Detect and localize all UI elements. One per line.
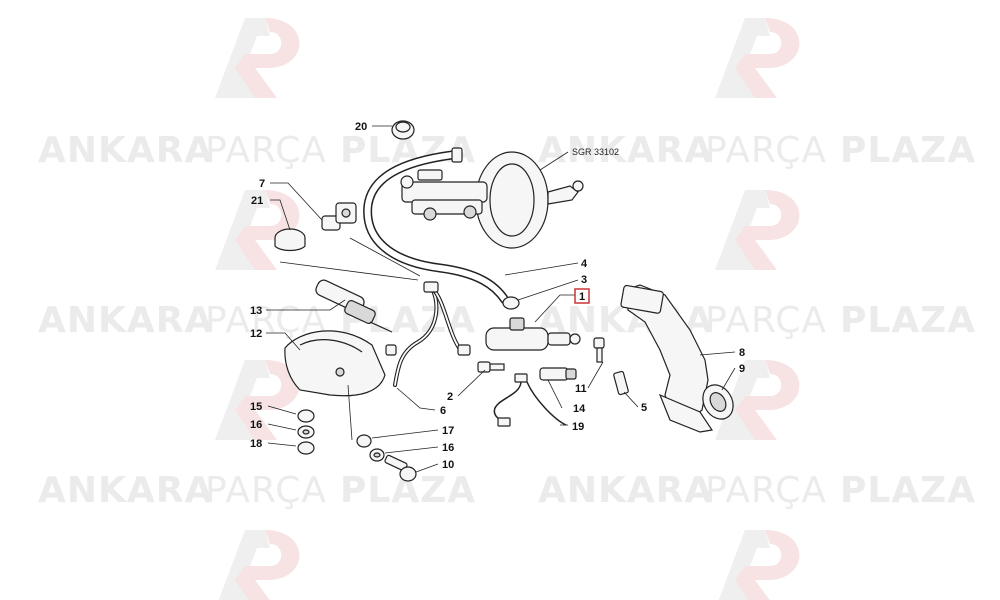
watermark-logo-2 — [715, 18, 800, 98]
callout-9[interactable]: 9 — [739, 363, 745, 375]
part-15-nut[interactable] — [297, 409, 315, 423]
part-19-wiring[interactable] — [493, 373, 567, 427]
part-16-washer-center[interactable] — [369, 448, 385, 462]
part-17-nut[interactable] — [356, 434, 372, 448]
watermark-logo-6 — [715, 360, 800, 440]
callout-4[interactable]: 4 — [581, 258, 588, 270]
watermark-word-parca: PARÇA — [705, 130, 827, 171]
watermark-word-plaza: PLAZA — [840, 130, 976, 171]
part-12-heat-shield[interactable] — [284, 330, 386, 397]
callout-3[interactable]: 3 — [581, 274, 587, 286]
watermark-logo-5 — [215, 360, 300, 440]
callout-20[interactable]: 20 — [355, 121, 367, 133]
watermark-word-parca: PARÇA — [705, 470, 827, 511]
watermark-logo-1 — [215, 18, 300, 98]
reference-code: SGR 33102 — [572, 147, 619, 157]
callout-10[interactable]: 10 — [442, 459, 454, 471]
callout-16-center[interactable]: 16 — [442, 442, 454, 454]
part-16-washer-left[interactable] — [297, 425, 315, 439]
callout-12[interactable]: 12 — [250, 328, 262, 340]
brake-booster-assembly[interactable] — [400, 151, 584, 249]
part-10-bolt[interactable] — [384, 454, 417, 482]
part-8-pedal[interactable] — [620, 284, 714, 433]
callout-1-highlight-box — [574, 288, 590, 304]
watermark-word-plaza: PLAZA — [840, 300, 976, 341]
watermark-word-ankara: ANKARA — [538, 130, 713, 171]
callout-19[interactable]: 19 — [572, 421, 584, 433]
callout-13[interactable]: 13 — [250, 305, 262, 317]
callout-18[interactable]: 18 — [250, 438, 262, 450]
callout-15[interactable]: 15 — [250, 401, 262, 413]
watermark-word-ankara: ANKARA — [38, 470, 213, 511]
part-2-bolt[interactable] — [477, 361, 505, 373]
watermark-word-ankara: ANKARA — [38, 130, 213, 171]
watermark-word-ankara: ANKARA — [538, 470, 713, 511]
part-20-grommet[interactable] — [391, 120, 415, 140]
callout-1[interactable]: 1 — [579, 291, 585, 303]
callout-16-left[interactable]: 16 — [250, 419, 262, 431]
watermark-word-ankara: ANKARA — [38, 300, 213, 341]
part-9-pedal-pad[interactable] — [697, 379, 739, 424]
watermark-logo-4 — [715, 190, 800, 270]
watermark-word-plaza: PLAZA — [840, 470, 976, 511]
callout-8[interactable]: 8 — [739, 347, 745, 359]
watermark-logo-7 — [218, 530, 300, 600]
part-13-slave-cylinder[interactable] — [314, 278, 393, 333]
part-14-switch[interactable] — [539, 367, 577, 381]
callout-14[interactable]: 14 — [573, 403, 586, 415]
part-6-hydraulic-pipe[interactable] — [385, 281, 471, 387]
part-11-bolt[interactable] — [593, 337, 605, 363]
watermark-text-row-3: ANKARA PARÇA PLAZA ANKARA PARÇA PLAZA — [38, 470, 976, 511]
callout-2[interactable]: 2 — [447, 391, 453, 403]
vacuum-hose-4[interactable] — [363, 147, 510, 305]
callout-7[interactable]: 7 — [259, 178, 265, 190]
part-3-clamp[interactable] — [502, 296, 520, 310]
callout-11[interactable]: 11 — [575, 383, 587, 395]
watermark-word-parca: PARÇA — [705, 300, 827, 341]
watermark-word-parca: PARÇA — [205, 470, 327, 511]
part-1-master-cylinder[interactable] — [485, 317, 581, 351]
watermark-word-parca: PARÇA — [205, 130, 327, 171]
callout-17[interactable]: 17 — [442, 425, 454, 437]
callout-5[interactable]: 5 — [641, 402, 647, 414]
watermark-logo-8 — [718, 530, 800, 600]
part-18-nut[interactable] — [297, 441, 315, 455]
part-5-switch[interactable] — [613, 370, 629, 396]
part-7-valve[interactable] — [321, 202, 357, 231]
leader-lines — [266, 125, 736, 473]
callout-6[interactable]: 6 — [440, 405, 446, 417]
watermark-layer: ANKARA PARÇA PLAZA ANKARA PARÇA PLAZA AN… — [38, 18, 976, 600]
callout-21[interactable]: 21 — [251, 195, 263, 207]
part-21-bushing[interactable] — [274, 228, 306, 252]
callout-labels: 20 7 21 SGR 33102 4 3 1 13 12 8 9 2 11 5… — [250, 121, 745, 471]
